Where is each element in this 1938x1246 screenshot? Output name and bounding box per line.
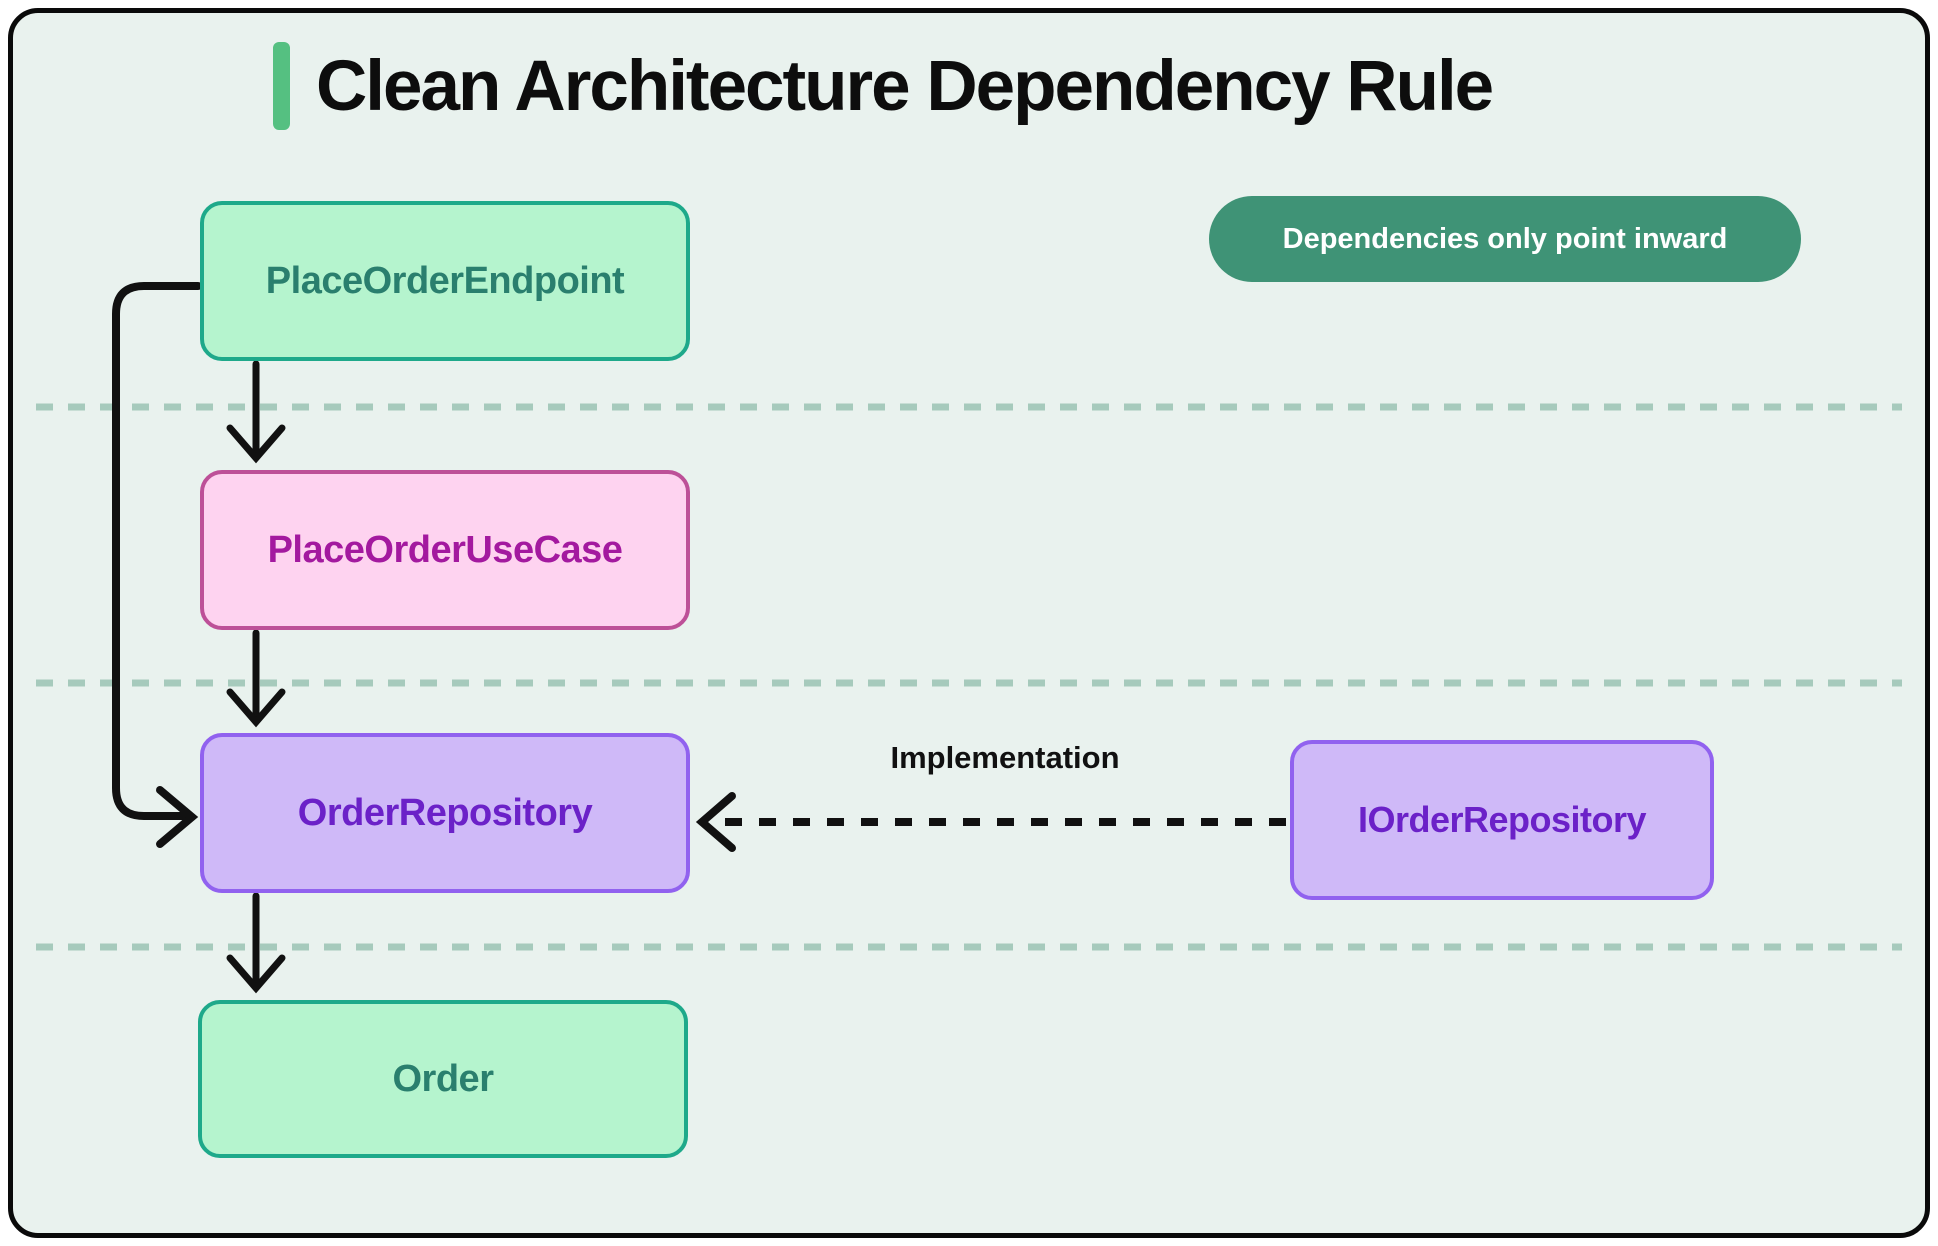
node-label: IOrderRepository <box>1357 799 1647 840</box>
title-block: Clean Architecture Dependency Rule <box>273 42 1494 130</box>
page-title: Clean Architecture Dependency Rule <box>316 46 1494 126</box>
node-label: OrderRepository <box>297 791 593 834</box>
node-label: Order <box>392 1057 494 1100</box>
node-place-order-endpoint: PlaceOrderEndpoint <box>200 201 690 361</box>
node-order: Order <box>198 1000 688 1158</box>
implementation-edge-label: Implementation <box>890 740 1120 775</box>
node-label: PlaceOrderEndpoint <box>265 259 625 302</box>
node-label: PlaceOrderUseCase <box>267 528 623 571</box>
title-accent-bar <box>273 42 290 130</box>
dependency-rule-badge: Dependencies only point inward <box>1209 196 1801 282</box>
badge-label: Dependencies only point inward <box>1282 222 1728 255</box>
node-place-order-use-case: PlaceOrderUseCase <box>200 470 690 630</box>
node-i-order-repository: IOrderRepository <box>1290 740 1714 900</box>
node-order-repository: OrderRepository <box>200 733 690 893</box>
